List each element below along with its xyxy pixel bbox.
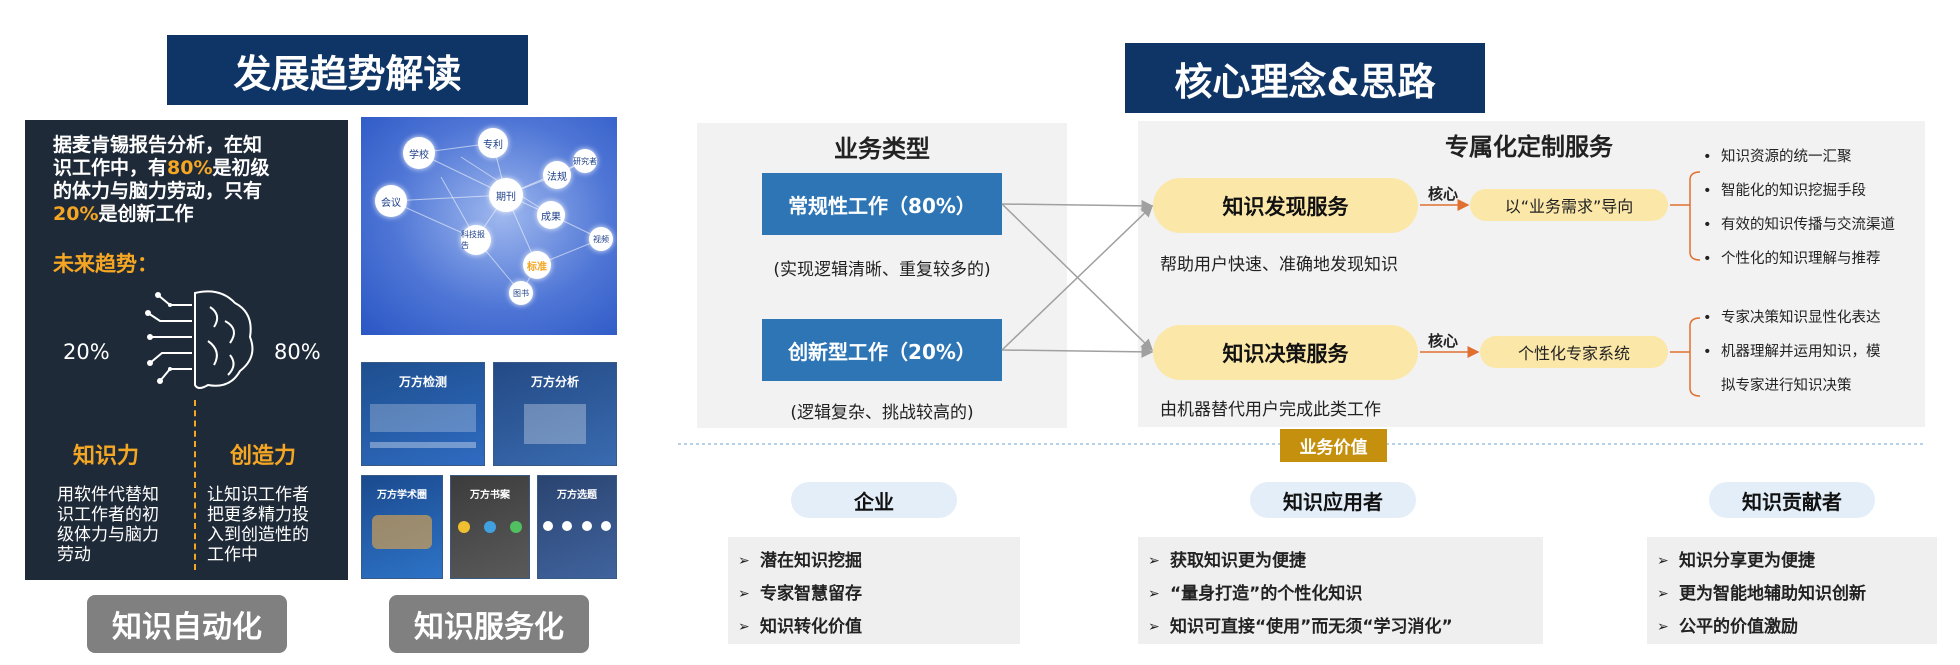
knowledge-power-label: 知识力 bbox=[73, 444, 140, 469]
bullet-item: •知识资源的统一汇聚 bbox=[1703, 149, 1852, 165]
desc-left: 用软件代替知 识工作者的初 级体力与脑力 劳动 bbox=[57, 485, 159, 565]
network-node: 专利 bbox=[478, 128, 508, 158]
network-node: 会议 bbox=[375, 185, 407, 217]
benefit-item: ➢获取知识更为便捷 bbox=[1148, 551, 1306, 571]
future-trend-label: 未来趋势： bbox=[53, 252, 158, 276]
knowledge-decision-service: 知识决策服务 bbox=[1153, 325, 1418, 380]
network-node: 图书 bbox=[509, 281, 533, 305]
knowledge-automation-button[interactable]: 知识自动化 bbox=[87, 595, 287, 653]
decision-desc: 由机器替代用户完成此类工作 bbox=[1160, 400, 1381, 420]
benefit-item: ➢知识转化价值 bbox=[738, 617, 862, 637]
enterprise-benefits: ➢潜在知识挖掘 ➢专家智慧留存 ➢知识转化价值 bbox=[728, 537, 1020, 644]
bullet-item: •智能化的知识挖掘手段 bbox=[1703, 183, 1866, 199]
business-type-title: 业务类型 bbox=[834, 135, 930, 163]
core-concept-banner: 核心理念&思路 bbox=[1125, 43, 1485, 113]
product-thumb: 万方书案 bbox=[450, 475, 530, 579]
discovery-desc: 帮助用户快速、准确地发现知识 bbox=[1160, 255, 1398, 275]
knowledge-service-button[interactable]: 知识服务化 bbox=[389, 595, 589, 653]
core-label: 核心 bbox=[1428, 185, 1459, 203]
benefit-item: ➢公平的价值激励 bbox=[1657, 617, 1798, 637]
brain-icon bbox=[145, 290, 254, 389]
network-node: 成果 bbox=[537, 201, 565, 229]
routine-work-box: 常规性工作（80%） bbox=[762, 173, 1002, 235]
demand-oriented-pill: 以“业务需求”导向 bbox=[1470, 189, 1668, 221]
knowledge-network-image: 学校 专利 研究者 会议 期刊 法规 成果 科技报告 标准 视频 图书 bbox=[361, 117, 617, 335]
trend-panel: 据麦肯锡报告分析，在知 识工作中，有80%是初级 的体力与脑力劳动，只有 20%… bbox=[25, 120, 348, 580]
routine-work-desc: (实现逻辑清晰、重复较多的) bbox=[773, 260, 991, 280]
bullet-item: •专家决策知识显性化表达 bbox=[1703, 310, 1881, 326]
network-node: 期刊 bbox=[489, 178, 523, 212]
benefit-item: ➢专家智慧留存 bbox=[738, 584, 862, 604]
bullet-item: 拟专家进行知识决策 bbox=[1721, 378, 1852, 394]
network-node: 科技报告 bbox=[461, 225, 491, 255]
network-node: 学校 bbox=[403, 137, 435, 169]
custom-service-title: 专属化定制服务 bbox=[1445, 133, 1613, 161]
decision-bullets: •专家决策知识显性化表达 •机器理解并运用知识，模 拟专家进行知识决策 bbox=[1703, 301, 1881, 403]
benefit-item: ➢潜在知识挖掘 bbox=[738, 551, 862, 571]
product-thumb: 万方分析 bbox=[493, 362, 617, 466]
pct-right: 80% bbox=[274, 340, 321, 364]
benefit-item: ➢更为智能地辅助知识创新 bbox=[1657, 584, 1866, 604]
innovative-work-box: 创新型工作（20%） bbox=[762, 319, 1002, 381]
product-thumb: 万方检测 bbox=[361, 362, 485, 466]
bullet-item: •机器理解并运用知识，模 bbox=[1703, 344, 1881, 360]
knowledge-contributor-benefits: ➢知识分享更为便捷 ➢更为智能地辅助知识创新 ➢公平的价值激励 bbox=[1647, 537, 1937, 644]
product-thumb: 万方学术圈 bbox=[361, 475, 443, 579]
desc-right: 让知识工作者 把更多精力投 入到创造性的 工作中 bbox=[207, 485, 309, 565]
bullet-item: •有效的知识传播与交流渠道 bbox=[1703, 217, 1895, 233]
creativity-label: 创造力 bbox=[230, 444, 297, 469]
benefit-item: ➢知识分享更为便捷 bbox=[1657, 551, 1815, 571]
benefit-item: ➢“量身打造”的个性化知识 bbox=[1148, 584, 1363, 604]
network-node: 视频 bbox=[589, 227, 613, 251]
core-label: 核心 bbox=[1428, 332, 1459, 350]
bullet-item: •个性化的知识理解与推荐 bbox=[1703, 251, 1881, 267]
brain-divider bbox=[194, 400, 196, 570]
discovery-bullets: •知识资源的统一汇聚 •智能化的知识挖掘手段 •有效的知识传播与交流渠道 •个性… bbox=[1703, 140, 1895, 276]
business-value-label: 业务价值 bbox=[1280, 429, 1387, 462]
network-node: 法规 bbox=[543, 161, 571, 189]
pct-left: 20% bbox=[63, 340, 110, 364]
benefit-item: ➢知识可直接“使用”而无须“学习消化” bbox=[1148, 617, 1453, 637]
stakeholder-knowledge-user: 知识应用者 bbox=[1250, 482, 1416, 518]
knowledge-discovery-service: 知识发现服务 bbox=[1153, 178, 1418, 233]
innovative-work-desc: (逻辑复杂、挑战较高的) bbox=[790, 403, 974, 423]
stakeholder-enterprise: 企业 bbox=[791, 482, 957, 518]
business-type-panel: 业务类型 常规性工作（80%） (实现逻辑清晰、重复较多的) 创新型工作（20%… bbox=[697, 123, 1067, 428]
pct-20-highlight: 20% bbox=[53, 203, 99, 225]
knowledge-user-benefits: ➢获取知识更为便捷 ➢“量身打造”的个性化知识 ➢知识可直接“使用”而无须“学习… bbox=[1138, 537, 1543, 644]
pct-80-highlight: 80% bbox=[167, 157, 213, 179]
product-thumb: 万方选题 bbox=[537, 475, 617, 579]
network-node: 研究者 bbox=[573, 149, 597, 173]
trend-banner: 发展趋势解读 bbox=[167, 35, 528, 105]
stakeholder-knowledge-contributor: 知识贡献者 bbox=[1709, 482, 1875, 518]
report-line-1: 据麦肯锡报告分析，在知 bbox=[53, 134, 263, 156]
expert-system-pill: 个性化专家系统 bbox=[1480, 336, 1668, 368]
network-node: 标准 bbox=[523, 251, 551, 279]
report-text: 据麦肯锡报告分析，在知 识工作中，有80%是初级 的体力与脑力劳动，只有 20%… bbox=[53, 134, 270, 225]
